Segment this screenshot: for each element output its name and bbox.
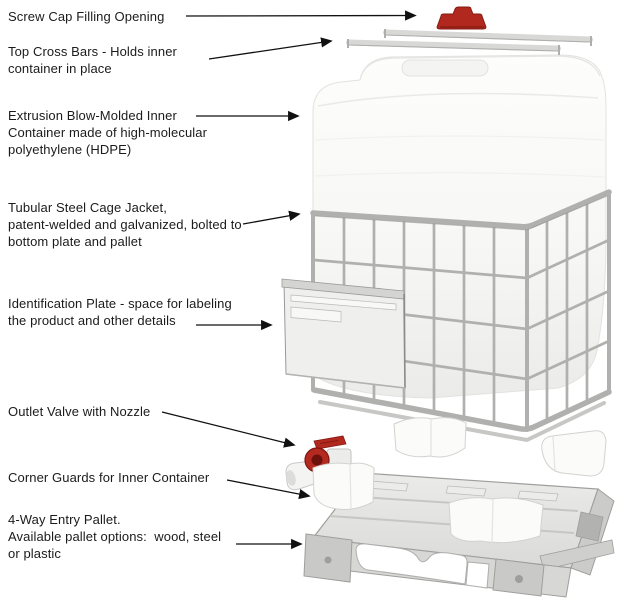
top-cross-bars-graphic — [346, 29, 593, 55]
arrow-cage-jacket — [242, 210, 301, 225]
arrow-screw-cap — [185, 10, 417, 21]
leader-arrows — [161, 10, 417, 550]
label-identification-plate: Identification Plate - space for labelin… — [8, 296, 232, 328]
arrow-outlet-valve — [161, 411, 296, 448]
label-corner-guards: Corner Guards for Inner Container — [8, 470, 210, 485]
arrow-top-cross-bars — [208, 37, 333, 60]
label-outlet-valve: Outlet Valve with Nozzle — [8, 404, 151, 419]
label-inner-container: Extrusion Blow-Molded Inner Container ma… — [8, 108, 208, 157]
identification-plate-graphic — [281, 278, 406, 389]
arrow-corner-guards — [226, 479, 311, 500]
label-screw-cap: Screw Cap Filling Opening — [8, 9, 165, 24]
label-top-cross-bars: Top Cross Bars - Holds inner container i… — [8, 44, 177, 76]
corner-guards-graphic — [312, 417, 607, 544]
label-pallet: 4-Way Entry Pallet. Available pallet opt… — [8, 512, 222, 561]
screw-cap-graphic — [436, 6, 487, 30]
label-cage-jacket: Tubular Steel Cage Jacket, patent-welded… — [8, 200, 242, 249]
